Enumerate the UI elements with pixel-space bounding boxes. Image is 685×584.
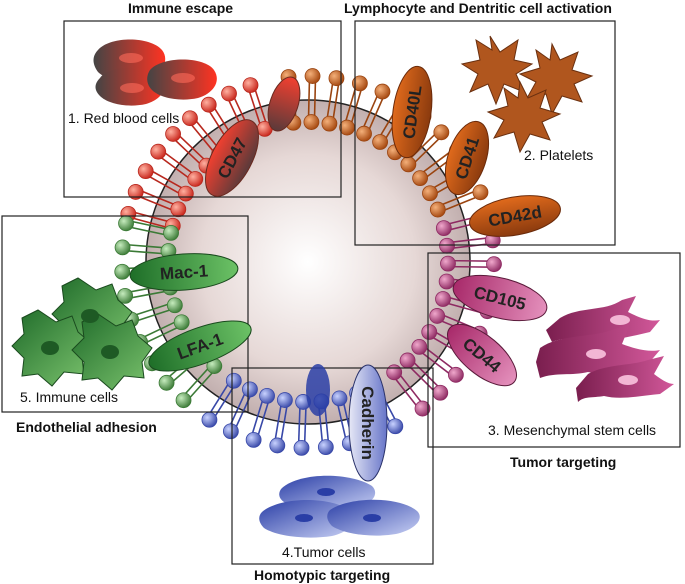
lipid-head xyxy=(245,431,262,448)
lipid-head xyxy=(200,96,217,113)
lipid-head xyxy=(328,70,345,87)
cell-label-tumor-cells: 4.Tumor cells xyxy=(282,544,366,560)
lipid-head xyxy=(372,134,389,150)
lipid-head xyxy=(486,256,502,273)
lipid-head xyxy=(387,418,404,435)
lipid-head xyxy=(137,163,154,180)
lipid-head xyxy=(429,201,446,218)
lipid-head xyxy=(127,184,144,200)
lipid-head xyxy=(411,339,428,355)
lipid-head xyxy=(242,77,259,94)
mesenchymal-stem-cells-illustration xyxy=(536,296,674,402)
box-platelets xyxy=(354,20,616,246)
lipid-head xyxy=(158,374,175,391)
lipid-head xyxy=(221,85,237,102)
lipid-head xyxy=(170,201,187,218)
heading-immune-escape: Immune escape xyxy=(128,0,233,16)
immune-cells-illustration xyxy=(11,277,153,391)
lipid-head xyxy=(304,68,321,84)
lipid-head xyxy=(439,237,455,254)
lipid-head xyxy=(414,400,431,417)
lipid-head xyxy=(114,263,131,280)
lipid-head xyxy=(177,185,194,202)
protein-cd47: CD47 xyxy=(205,119,259,197)
heading-tumor-targeting: Tumor targeting xyxy=(510,454,616,470)
lipid-head xyxy=(447,366,464,383)
lipid-head xyxy=(276,392,293,408)
heading-homotypic-targeting: Homotypic targeting xyxy=(254,567,390,583)
lipid-head xyxy=(173,314,190,331)
lipid-head xyxy=(150,143,167,160)
lipid-head xyxy=(201,411,218,428)
cell-label-immune-cells: 5. Immune cells xyxy=(20,389,118,405)
lipid-head xyxy=(118,215,134,232)
lipid-head xyxy=(293,439,310,456)
lipid-head xyxy=(438,273,455,290)
protein-cd40l: CD40L xyxy=(391,65,433,159)
cell-label-red-blood-cells: 1. Red blood cells xyxy=(68,110,179,126)
lipid-head xyxy=(421,324,438,340)
protein-label-cadherin: Cadherin xyxy=(358,386,377,460)
lipid-head xyxy=(472,184,489,201)
box-tumor-cells xyxy=(231,367,434,565)
lipid-head xyxy=(165,126,181,142)
lipid-head xyxy=(356,125,372,142)
protein-mac1: Mac-1 xyxy=(129,253,239,291)
platelet xyxy=(460,35,534,106)
protein-cadherin: Cadherin xyxy=(348,364,388,482)
lipid-head xyxy=(399,352,416,369)
lipid-head xyxy=(242,381,258,398)
lipid-head xyxy=(422,185,438,202)
lipid-head xyxy=(433,124,450,141)
cell-label-platelets: 2. Platelets xyxy=(524,147,593,163)
lipid-head xyxy=(435,220,452,237)
lipid-head xyxy=(386,364,403,381)
lipid-head xyxy=(269,437,286,454)
heading-endothelial-adhesion: Endothelial adhesion xyxy=(16,419,157,435)
lipid-head xyxy=(225,372,242,389)
lipid-head xyxy=(374,83,391,100)
lipid-head xyxy=(259,387,275,404)
lipid-head xyxy=(163,224,179,241)
platelets-illustration xyxy=(460,35,594,154)
cadherin-ectodomain xyxy=(306,364,330,416)
lipid-head xyxy=(435,291,451,307)
lipid-head xyxy=(440,255,456,272)
lipid-head xyxy=(222,423,239,440)
lipid-head xyxy=(182,110,198,127)
protein-cd42d: CD42d xyxy=(469,195,561,237)
box-red-blood-cells xyxy=(63,20,342,198)
box-mesenchymal-stem-cells xyxy=(427,252,681,448)
lipid-head xyxy=(166,297,183,314)
lipid-head xyxy=(114,239,131,256)
tumor-cells-illustration xyxy=(259,475,420,538)
red-blood-cells-illustration xyxy=(93,39,217,106)
heading-lymphocyte-activation: Lymphocyte and Dentritic cell activation xyxy=(344,0,612,16)
cell-label-mesenchymal-stem-cells: 3. Mesenchymal stem cells xyxy=(488,422,656,438)
lipid-head xyxy=(412,170,429,187)
lipid-head xyxy=(400,156,417,173)
lipid-head xyxy=(175,392,192,409)
protein-cd41: CD41 xyxy=(444,120,490,196)
box-immune-cells xyxy=(1,215,249,413)
platelet xyxy=(486,80,562,154)
lipid-head xyxy=(187,171,204,187)
protein-lfa1: LFA-1 xyxy=(148,320,252,372)
lipid-head xyxy=(432,384,449,401)
protein-cd105: CD105 xyxy=(452,274,548,322)
lipid-head xyxy=(331,390,348,407)
protein-label-mac1: Mac-1 xyxy=(159,261,208,283)
stem-cell xyxy=(546,296,660,342)
lipid-head xyxy=(321,115,338,132)
lipid-head xyxy=(339,119,355,136)
lipid-head xyxy=(429,308,446,324)
lipid-head xyxy=(117,287,134,304)
cd47-ectodomain xyxy=(267,76,301,132)
lipid-head xyxy=(317,439,334,456)
lipid-head xyxy=(303,114,320,130)
lipid-head xyxy=(351,75,368,92)
